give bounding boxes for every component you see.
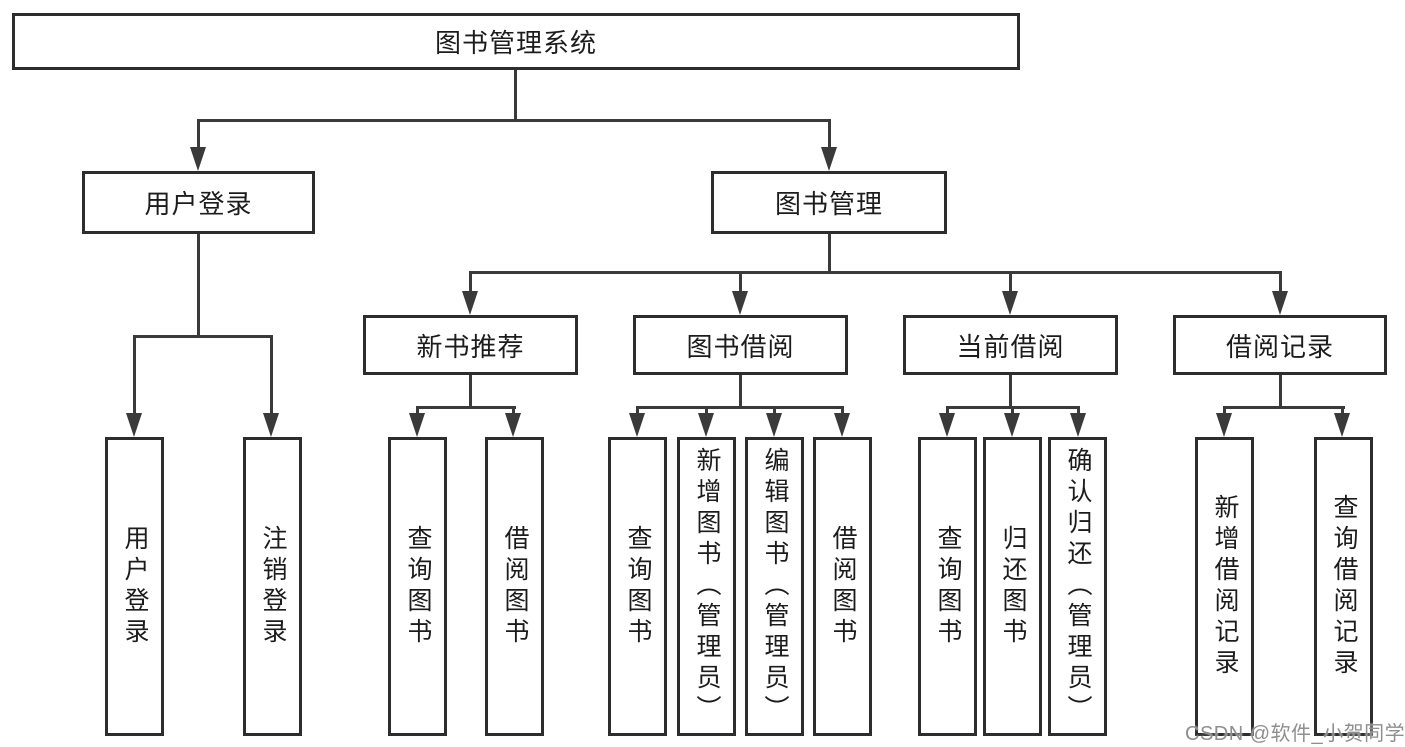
connector-borrow-drop-3: [773, 406, 776, 416]
leaf-query-books-current-label: 查询图书: [934, 524, 962, 649]
node-user-login-label: 用户登录: [144, 189, 253, 219]
node-current-borrowing: 当前借阅: [903, 315, 1118, 375]
node-book-management-label: 图书管理: [774, 189, 883, 219]
leaf-confirm-return-admin: 确认归还（管理员）: [1048, 437, 1107, 736]
connector-current-drop-1: [946, 406, 949, 416]
leaf-edit-book-admin: 编辑图书（管理员）: [745, 437, 804, 736]
connector-recommend-drop-2: [512, 406, 515, 416]
connector-root-stem: [514, 70, 517, 121]
node-user-login: 用户登录: [82, 171, 315, 234]
connector-borrow-drop-4: [841, 406, 844, 416]
arrowhead-leaf-edit-book-admin: [766, 413, 782, 437]
connector-root-drop-right: [828, 119, 831, 151]
leaf-edit-book-admin-label: 编辑图书（管理员）: [761, 447, 789, 726]
leaf-logout: 注销登录: [243, 437, 302, 736]
connector-records-drop-1: [1223, 406, 1226, 416]
leaf-borrow-books-recommend: 借阅图书: [485, 437, 544, 736]
connector-recommend-drop-1: [416, 406, 419, 416]
node-current-borrowing-label: 当前借阅: [956, 331, 1065, 362]
arrowhead-leaf-confirm-return-admin: [1070, 413, 1086, 437]
node-new-book-recommendation-label: 新书推荐: [416, 331, 525, 362]
connector-borrow-branch: [636, 406, 844, 409]
arrowhead-new-book-recommendation: [462, 291, 478, 315]
arrowhead-leaf-logout: [263, 413, 279, 437]
connector-root-drop-left: [197, 119, 200, 151]
connector-borrow-stem: [739, 375, 742, 409]
leaf-query-books-borrow: 查询图书: [608, 437, 667, 736]
node-borrowing-records-label: 借阅记录: [1225, 331, 1334, 362]
connector-management-stem: [828, 233, 831, 274]
connector-current-stem: [1009, 375, 1012, 409]
connector-root-branch: [197, 119, 831, 122]
arrowhead-book-borrowing: [732, 291, 748, 315]
leaf-query-borrow-record: 查询借阅记录: [1314, 437, 1373, 736]
leaf-user-login: 用户登录: [105, 437, 164, 736]
arrowhead-leaf-borrow-books-borrow: [834, 413, 850, 437]
leaf-confirm-return-admin-label: 确认归还（管理员）: [1064, 447, 1092, 726]
leaf-query-books-current: 查询图书: [918, 437, 977, 736]
leaf-borrow-books-recommend-label: 借阅图书: [501, 524, 529, 649]
connector-borrow-drop-2: [705, 406, 708, 416]
node-book-borrowing-label: 图书借阅: [686, 331, 795, 362]
node-root-label: 图书管理系统: [434, 28, 597, 58]
leaf-query-books-recommend-label: 查询图书: [404, 524, 432, 649]
node-root: 图书管理系统: [12, 13, 1020, 70]
leaf-add-book-admin: 新增图书（管理员）: [677, 437, 736, 736]
leaf-query-borrow-record-label: 查询借阅记录: [1330, 493, 1358, 680]
leaf-user-login-label: 用户登录: [121, 524, 149, 649]
arrowhead-leaf-query-books-borrow: [629, 413, 645, 437]
leaf-borrow-books-borrow: 借阅图书: [813, 437, 872, 736]
connector-borrow-drop-1: [636, 406, 639, 416]
connector-management-drop-3: [1009, 271, 1012, 296]
arrowhead-user-login: [190, 147, 206, 171]
connector-login-drop-2: [270, 335, 273, 416]
connector-login-drop-1: [133, 335, 136, 416]
node-book-management: 图书管理: [711, 171, 947, 234]
connector-recommend-stem: [469, 375, 472, 409]
connector-management-drop-4: [1279, 271, 1282, 296]
leaf-query-books-borrow-label: 查询图书: [624, 524, 652, 649]
connector-current-drop-2: [1011, 406, 1014, 416]
leaf-add-book-admin-label: 新增图书（管理员）: [693, 447, 721, 726]
connector-login-branch: [133, 335, 273, 338]
connector-login-stem: [197, 233, 200, 338]
node-book-borrowing: 图书借阅: [633, 315, 848, 375]
node-new-book-recommendation: 新书推荐: [363, 315, 578, 375]
connector-records-stem: [1279, 375, 1282, 409]
leaf-add-borrow-record-label: 新增借阅记录: [1211, 493, 1239, 680]
leaf-query-books-recommend: 查询图书: [388, 437, 447, 736]
leaf-return-books-label: 归还图书: [999, 524, 1027, 649]
arrowhead-leaf-query-books-current: [939, 413, 955, 437]
connector-current-drop-3: [1077, 406, 1080, 416]
connector-records-branch: [1223, 406, 1345, 409]
connector-management-branch: [469, 271, 1282, 274]
leaf-add-borrow-record: 新增借阅记录: [1195, 437, 1254, 736]
arrowhead-leaf-query-books-recommend: [409, 413, 425, 437]
leaf-borrow-books-borrow-label: 借阅图书: [829, 524, 857, 649]
arrowhead-leaf-borrow-books-recommend: [505, 413, 521, 437]
watermark: CSDN @软件_小贺同学: [1185, 723, 1405, 745]
arrowhead-borrowing-records: [1272, 291, 1288, 315]
arrowhead-book-management: [821, 147, 837, 171]
leaf-logout-label: 注销登录: [259, 524, 287, 649]
arrowhead-current-borrowing: [1002, 291, 1018, 315]
connector-recommend-branch: [416, 406, 516, 409]
connector-management-drop-2: [739, 271, 742, 296]
connector-management-drop-1: [469, 271, 472, 296]
arrowhead-leaf-add-book-admin: [698, 413, 714, 437]
arrowhead-leaf-query-borrow-record: [1334, 413, 1350, 437]
connector-records-drop-2: [1341, 406, 1344, 416]
arrowhead-leaf-add-borrow-record: [1216, 413, 1232, 437]
arrowhead-leaf-return-books: [1004, 413, 1020, 437]
node-borrowing-records: 借阅记录: [1173, 315, 1387, 375]
leaf-return-books: 归还图书: [983, 437, 1042, 736]
arrowhead-leaf-user-login: [126, 413, 142, 437]
